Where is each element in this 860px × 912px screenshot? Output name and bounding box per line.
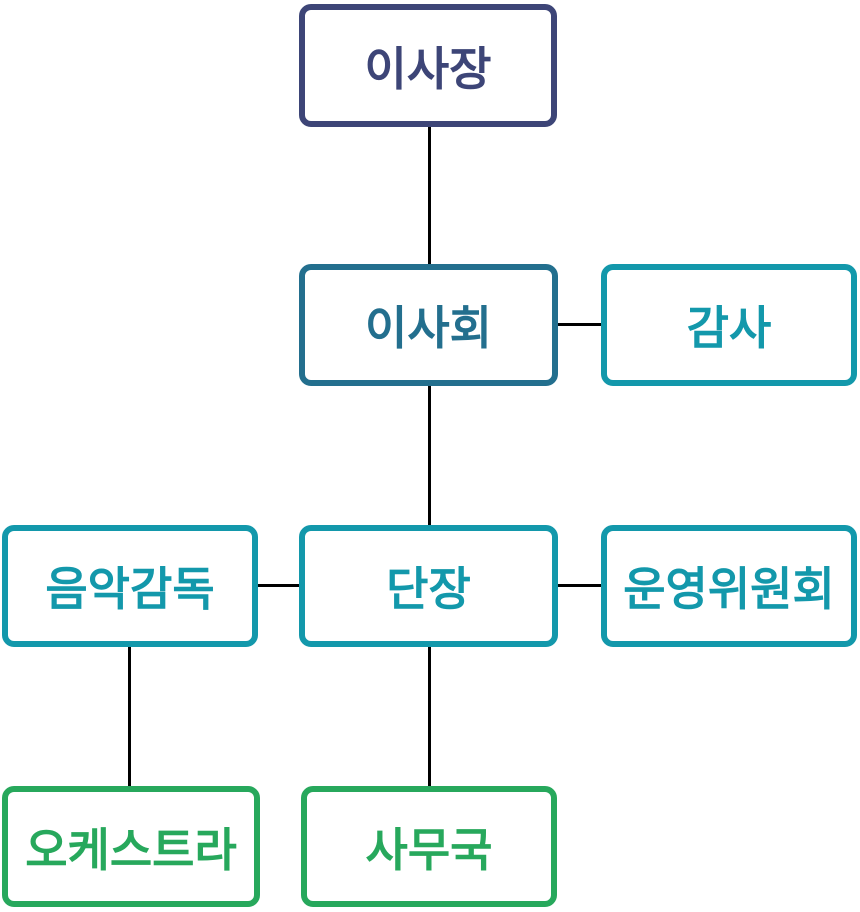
node-secretariat-label: 사무국 bbox=[365, 823, 493, 876]
node-steering-committee-label: 운영위원회 bbox=[623, 563, 835, 615]
node-orchestra: 오케스트라 bbox=[2, 786, 260, 907]
node-board-label: 이사회 bbox=[365, 302, 492, 354]
node-music-director: 음악감독 bbox=[2, 525, 258, 647]
node-chairman-label: 이사장 bbox=[364, 42, 492, 95]
connector-director-secretariat bbox=[428, 647, 431, 786]
connector-music-director-orchestra bbox=[128, 647, 131, 786]
node-orchestra-label: 오케스트라 bbox=[25, 823, 237, 876]
node-secretariat: 사무국 bbox=[301, 786, 557, 907]
node-chairman: 이사장 bbox=[299, 4, 557, 127]
node-director-label: 단장 bbox=[386, 563, 471, 615]
node-director: 단장 bbox=[299, 525, 558, 647]
connector-board-director bbox=[428, 386, 431, 525]
node-auditor-label: 감사 bbox=[686, 302, 772, 354]
node-music-director-label: 음악감독 bbox=[45, 563, 215, 615]
connector-chairman-board bbox=[428, 127, 431, 264]
connector-music-director-director bbox=[258, 584, 299, 587]
connector-board-auditor bbox=[558, 323, 601, 326]
connector-director-steering-committee bbox=[558, 584, 601, 587]
node-auditor: 감사 bbox=[601, 264, 857, 386]
node-board: 이사회 bbox=[299, 264, 558, 386]
node-steering-committee: 운영위원회 bbox=[601, 525, 857, 647]
